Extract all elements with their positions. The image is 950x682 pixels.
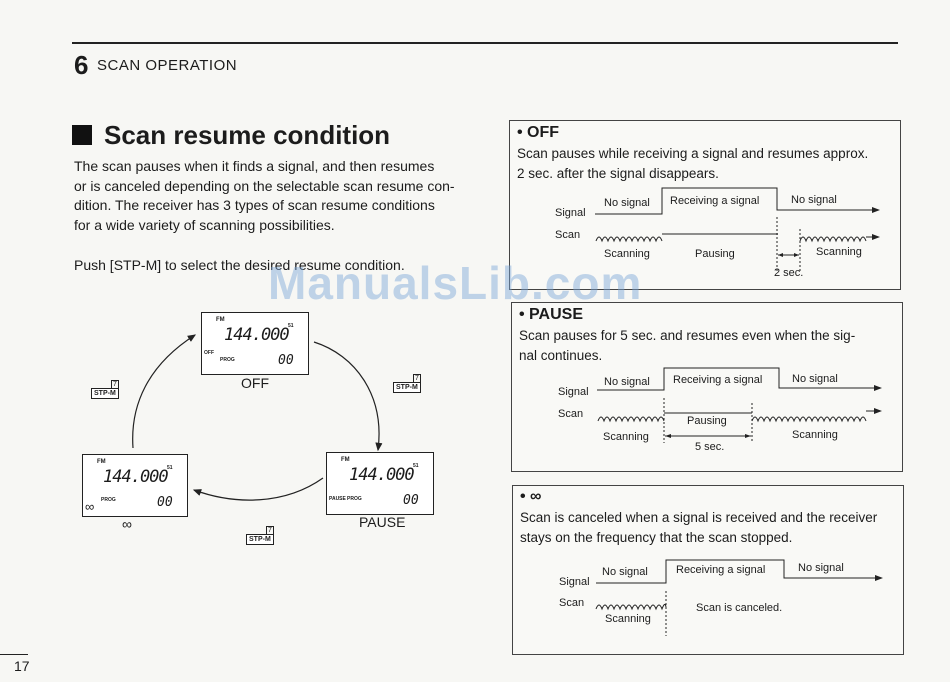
panel-description: Scan pauses for 5 sec. and resumes even … xyxy=(519,326,855,366)
label-delay: 2 sec. xyxy=(774,267,804,279)
chapter-title: SCAN OPERATION xyxy=(97,57,238,74)
panel-title: • OFF xyxy=(517,124,560,141)
label-canceled: Scan is canceled. xyxy=(696,602,783,614)
label-scanning-2: Scanning xyxy=(792,429,838,441)
lcd-infinity-tag: ∞ xyxy=(85,499,95,514)
page-number: 17 xyxy=(14,658,30,674)
panel-title: • ∞ xyxy=(520,488,542,505)
intro-line: dition. The receiver has 3 types of scan… xyxy=(74,197,435,213)
label-signal: Signal xyxy=(558,386,589,398)
label-no-signal-2: No signal xyxy=(798,562,844,574)
label-no-signal-1: No signal xyxy=(604,197,650,209)
label-receiving: Receiving a signal xyxy=(676,564,766,576)
lcd-prog: PROG xyxy=(347,496,362,502)
label-scanning-1: Scanning xyxy=(603,431,649,443)
label-receiving: Receiving a signal xyxy=(670,195,760,207)
intro-paragraph: The scan pauses when it finds a signal, … xyxy=(74,157,474,235)
arrow-off-to-pause xyxy=(313,341,383,452)
lcd-channel: 00 xyxy=(278,353,294,368)
stp-m-key: 7 STP-M xyxy=(393,374,421,393)
lcd-band: FM xyxy=(216,317,225,323)
label-pausing: Pausing xyxy=(687,415,727,427)
key-sup: 7 xyxy=(413,374,421,383)
panel-title: • PAUSE xyxy=(519,306,583,323)
panel-description: Scan pauses while receiving a signal and… xyxy=(517,144,868,184)
label-no-signal-1: No signal xyxy=(604,376,650,388)
panel-infinity: • ∞ Scan is canceled when a signal is re… xyxy=(512,485,904,655)
arrow-pause-to-infinity xyxy=(192,477,324,501)
intro-line: for a wide variety of scanning possibili… xyxy=(74,216,335,233)
stp-m-key: 7 STP-M xyxy=(246,526,274,545)
label-scan: Scan xyxy=(558,408,584,420)
intro-line: The scan pauses when it finds a signal, … xyxy=(74,158,435,174)
lcd-prog: PROG xyxy=(101,497,116,503)
lcd-pause: FM 51 144.000 PAUSE PROG 00 xyxy=(326,452,434,515)
lcd-frequency: 144.000 xyxy=(224,325,290,345)
square-bullet-icon xyxy=(72,125,92,145)
panel-off: • OFF Scan pauses while receiving a sign… xyxy=(509,120,901,290)
lcd-frequency: 144.000 xyxy=(103,467,169,487)
arrow-infinity-to-off xyxy=(132,334,197,449)
label-scanning-1: Scanning xyxy=(605,613,651,625)
timing-diagram xyxy=(595,559,883,636)
lcd-sub: 51 xyxy=(413,463,419,469)
watermark: ManualsLib.com xyxy=(268,257,643,309)
key-sup: 7 xyxy=(111,380,119,389)
key-sup: 7 xyxy=(266,526,274,535)
panel-pause: • PAUSE Scan pauses for 5 sec. and resum… xyxy=(511,302,903,472)
desc-line: nal continues. xyxy=(519,348,603,363)
label-pause: PAUSE xyxy=(359,514,406,530)
intro-line: or is canceled depending on the selectab… xyxy=(74,177,455,194)
section-heading-text: Scan resume condition xyxy=(104,120,391,150)
label-signal: Signal xyxy=(559,576,590,588)
desc-line: stays on the frequency that the scan sto… xyxy=(520,530,793,545)
key-label: STP-M xyxy=(91,388,119,399)
lcd-band: FM xyxy=(97,459,106,465)
page-number-rule xyxy=(0,654,28,655)
key-label: STP-M xyxy=(246,534,274,545)
label-signal: Signal xyxy=(555,207,586,219)
label-scanning-2: Scanning xyxy=(816,246,862,258)
lcd-prog: PROG xyxy=(220,357,235,363)
panel-description: Scan is canceled when a signal is receiv… xyxy=(520,508,877,548)
label-scan: Scan xyxy=(555,229,581,241)
lcd-off-tag: OFF xyxy=(204,350,214,356)
timing-diagram xyxy=(595,187,880,271)
stp-m-key: 7 STP-M xyxy=(91,380,119,399)
label-infinity: ∞ xyxy=(122,516,132,532)
lcd-channel: 00 xyxy=(157,495,173,510)
label-no-signal-2: No signal xyxy=(792,373,838,385)
lcd-sub: 51 xyxy=(167,465,173,471)
lcd-sub: 51 xyxy=(288,323,294,329)
lcd-pause-tag: PAUSE xyxy=(329,496,346,502)
chapter-number: 6 xyxy=(74,50,89,80)
label-pausing: Pausing xyxy=(695,248,735,260)
label-receiving: Receiving a signal xyxy=(673,374,763,386)
header-rule xyxy=(72,42,898,44)
desc-line: Scan is canceled when a signal is receiv… xyxy=(520,510,878,525)
key-label: STP-M xyxy=(393,382,421,393)
timing-diagram xyxy=(597,367,882,443)
label-off: OFF xyxy=(241,375,269,391)
lcd-infinity: FM 51 144.000 PROG ∞ 00 xyxy=(82,454,188,517)
section-heading: Scan resume condition xyxy=(72,120,390,151)
lcd-frequency: 144.000 xyxy=(349,465,415,485)
label-scanning-1: Scanning xyxy=(604,248,650,260)
lcd-off: FM 51 144.000 OFF PROG 00 xyxy=(201,312,309,375)
desc-line: Scan pauses for 5 sec. and resumes even … xyxy=(519,328,856,343)
label-scan: Scan xyxy=(559,597,585,609)
lcd-band: FM xyxy=(341,457,350,463)
label-delay: 5 sec. xyxy=(695,441,725,453)
label-no-signal-1: No signal xyxy=(602,566,648,578)
label-no-signal-2: No signal xyxy=(791,194,837,206)
push-instruction: Push [STP-M] to select the desired resum… xyxy=(74,257,405,273)
desc-line: 2 sec. after the signal disappears. xyxy=(517,166,719,181)
desc-line: Scan pauses while receiving a signal and… xyxy=(517,146,869,161)
lcd-channel: 00 xyxy=(403,493,419,508)
